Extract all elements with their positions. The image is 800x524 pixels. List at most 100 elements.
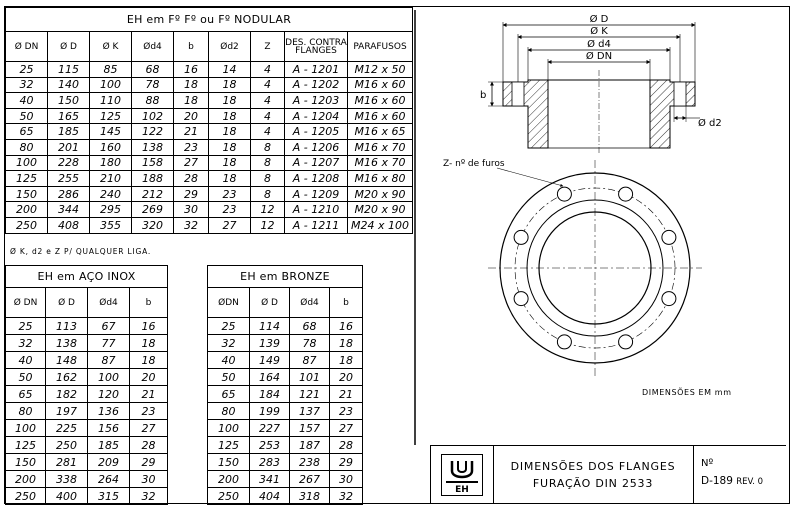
bolt-hole	[661, 291, 677, 307]
table-cell: 40	[207, 351, 250, 369]
table-cell: 18	[173, 92, 209, 109]
table-cell: 120	[87, 385, 130, 403]
table-cell: 21	[329, 385, 363, 403]
table-cell: 139	[249, 334, 290, 352]
bolt-hole	[618, 334, 634, 350]
table-cell: 101	[289, 368, 330, 386]
flange-plan-view	[488, 160, 702, 376]
table-cell: A - 1201	[284, 61, 348, 78]
table-cell: 338	[45, 470, 88, 488]
table-cell: 30	[329, 470, 363, 488]
bolt-hole	[556, 334, 572, 350]
table-cell: 100	[89, 76, 132, 94]
table-cell: 16	[128, 317, 169, 335]
table-cell: 125	[207, 436, 250, 454]
table-cell: 238	[289, 453, 330, 471]
table-cell: 318	[289, 487, 330, 505]
column-header: Ø D	[249, 287, 290, 318]
table-cell: 87	[87, 351, 130, 369]
table-cell: 140	[47, 76, 90, 94]
drawing-frame	[4, 6, 790, 504]
table-cell: 68	[289, 317, 330, 335]
bolt-hole	[513, 229, 529, 245]
table-cell: 40	[5, 351, 46, 369]
table-cell: 264	[87, 470, 130, 488]
drawing-title-line-2: FURAÇÃO DIN 2533	[532, 477, 654, 490]
table-cell: 200	[5, 201, 48, 218]
table-cell: 250	[5, 487, 46, 505]
column-header: Ød4	[131, 31, 174, 62]
table-cell: 320	[131, 216, 174, 234]
table-cell: 18	[208, 170, 251, 187]
table-cell: M16 x 70	[347, 138, 413, 156]
table-cell: 341	[249, 470, 290, 488]
table-cell: 32	[329, 487, 363, 505]
table-cell: 162	[45, 368, 88, 386]
table-cell: M12 x 50	[347, 61, 413, 78]
table-cell: 315	[87, 487, 130, 505]
table-cell: 27	[173, 154, 209, 172]
table-cell: 16	[173, 61, 209, 78]
column-header: b	[329, 287, 363, 318]
bolt-callout: Z- nº de furos	[443, 159, 564, 187]
table-cell: 20	[128, 368, 169, 386]
table-cell: 125	[5, 170, 48, 187]
table-cell: M24 x 100	[347, 216, 413, 234]
table-cell: 201	[47, 138, 90, 156]
table-cell: 29	[329, 453, 363, 471]
table-cell: 100	[87, 368, 130, 386]
table-cell: 12	[250, 216, 285, 234]
table-cell: 250	[45, 436, 88, 454]
table-cell: 32	[207, 334, 250, 352]
table-cell: M16 x 60	[347, 76, 413, 94]
eh-logo: EH	[441, 454, 483, 496]
column-header: Z	[250, 31, 285, 62]
table-cell: 18	[173, 76, 209, 94]
table-cell: 28	[128, 436, 169, 454]
table-cell: 122	[131, 123, 174, 140]
bolt-hole	[618, 186, 634, 202]
table-cell: 180	[89, 154, 132, 172]
table-cell: 30	[173, 201, 209, 218]
dimension-od4: Ø d4	[527, 38, 671, 52]
table-cell: 102	[131, 107, 174, 125]
table-cell: M16 x 60	[347, 92, 413, 109]
table-cell: 87	[289, 351, 330, 369]
number-divider	[693, 446, 694, 504]
table-cell: 281	[45, 453, 88, 471]
table-cell: 227	[249, 419, 290, 437]
column-header: DES. CONTRA FLANGES	[284, 31, 348, 62]
table-cell: 8	[250, 138, 285, 156]
drawing-revision: REV. 0	[736, 477, 764, 487]
table-cell: 355	[89, 216, 132, 234]
table-cell: 80	[5, 138, 48, 156]
table-cell: A - 1205	[284, 123, 348, 140]
column-header: ØDN	[207, 287, 250, 318]
table-cell: 150	[5, 453, 46, 471]
table-cell: 253	[249, 436, 290, 454]
bolt-hole	[556, 186, 572, 202]
table-cell: 286	[47, 185, 90, 203]
table-cell: 40	[5, 92, 48, 109]
table-cell: 250	[5, 216, 48, 234]
column-header: Ø DN	[5, 287, 46, 318]
table-cell: 100	[5, 419, 46, 437]
table-cell: 185	[87, 436, 130, 454]
table-cell: 212	[131, 185, 174, 203]
dimension-od: Ø D	[502, 13, 696, 27]
table-cell: 18	[329, 351, 363, 369]
